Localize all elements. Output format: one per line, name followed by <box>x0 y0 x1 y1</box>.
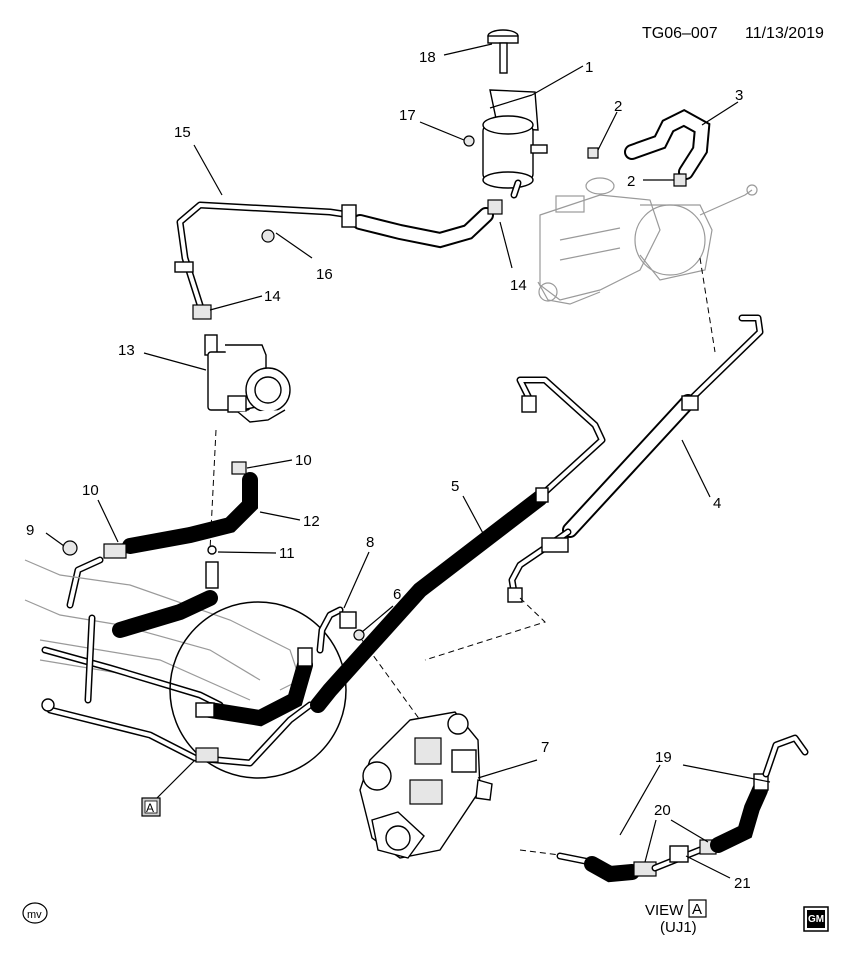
callout-19: 19 <box>655 749 672 766</box>
return-hose-12 <box>62 472 258 609</box>
diagram-date: 11/13/2019 <box>745 25 824 42</box>
callout-1: 1 <box>585 59 593 76</box>
callout-9: 9 <box>26 522 34 539</box>
pipe-8 <box>316 606 365 654</box>
callout-14-right: 14 <box>510 277 527 294</box>
dashed-line-seal <box>361 639 421 721</box>
mv-logo-text: mv <box>27 909 42 921</box>
callout-6: 6 <box>393 586 401 603</box>
power-steering-pump <box>204 334 291 475</box>
vehicle-frame-outline <box>24 559 301 721</box>
dashed-line-hose4 <box>424 597 546 661</box>
callout-12: 12 <box>303 513 320 530</box>
callout-14-left: 14 <box>264 288 281 305</box>
callout-2-top: 2 <box>614 98 622 115</box>
reservoir-to-master-hose <box>587 108 711 187</box>
detail-circle <box>169 601 347 779</box>
view-caption-letter: A <box>692 901 702 918</box>
view-a-caption: VIEW A (UJ1) <box>645 899 707 936</box>
callout-2-mid: 2 <box>627 173 635 190</box>
callout-3: 3 <box>735 87 743 104</box>
diagram-reference: TG06–007 <box>642 25 718 42</box>
dashed-line-pump <box>209 429 217 551</box>
callout-18: 18 <box>419 49 436 66</box>
view-a-marker: A <box>141 797 161 817</box>
reservoir-assembly <box>463 29 548 199</box>
view-a-hose-assembly <box>519 734 809 883</box>
master-cylinder-booster <box>537 177 758 305</box>
callout-10-left: 10 <box>82 482 99 499</box>
view-a-marker-letter: A <box>146 801 154 815</box>
callout-21: 21 <box>734 875 751 892</box>
leader-lines <box>45 43 771 879</box>
gm-logo-text: GM <box>808 914 824 925</box>
callout-15: 15 <box>174 124 191 141</box>
view-caption-word: VIEW <box>645 902 684 919</box>
callout-13: 13 <box>118 342 135 359</box>
callout-7: 7 <box>541 739 549 756</box>
dashed-line-master <box>699 257 716 353</box>
callout-11: 11 <box>279 545 295 562</box>
view-caption-option: (UJ1) <box>660 919 697 936</box>
cooler-pipe <box>41 614 314 767</box>
steering-gear <box>359 711 493 859</box>
gm-logo: GM <box>803 906 829 932</box>
callout-5: 5 <box>451 478 459 495</box>
pressure-hose-5 <box>310 376 606 713</box>
inlet-hose <box>174 199 503 320</box>
callout-17: 17 <box>399 107 416 124</box>
line-4 <box>507 314 764 603</box>
detail-hoses <box>112 590 313 763</box>
callout-20: 20 <box>654 802 671 819</box>
callout-16: 16 <box>316 266 333 283</box>
callout-10-right: 10 <box>295 452 312 469</box>
mv-logo: mv <box>22 902 48 924</box>
callout-8: 8 <box>366 534 374 551</box>
callout-4: 4 <box>713 495 721 512</box>
